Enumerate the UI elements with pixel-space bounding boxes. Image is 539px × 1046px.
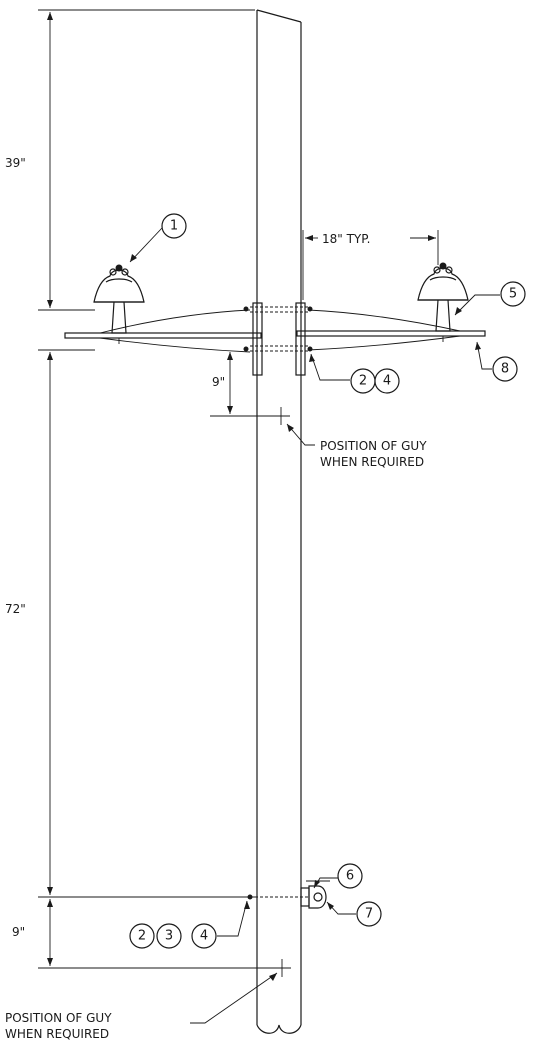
- svg-text:4: 4: [200, 929, 208, 944]
- svg-text:7: 7: [365, 907, 373, 922]
- callout-6: 6: [337, 863, 363, 889]
- dim-9-upper: 9": [212, 375, 225, 389]
- guy-note-lower-line2: WHEN REQUIRED: [5, 1027, 109, 1041]
- dimension-lines: [38, 9, 439, 969]
- callout-7: 7: [356, 901, 382, 927]
- callout-2-lower: 2: [129, 923, 155, 949]
- insulator-left: [93, 264, 145, 344]
- crossarm: [64, 302, 486, 376]
- callout-8: 8: [492, 356, 518, 382]
- callout-4-lower: 4: [191, 923, 217, 949]
- dim-39: 39": [5, 156, 26, 170]
- svg-text:5: 5: [509, 287, 517, 302]
- svg-text:6: 6: [346, 869, 354, 884]
- lower-bracket: [247, 880, 330, 909]
- svg-text:3: 3: [165, 929, 173, 944]
- insulator-right: [417, 262, 469, 342]
- dim-72: 72": [5, 602, 26, 616]
- svg-text:2: 2: [359, 374, 367, 389]
- callout-5: 5: [500, 281, 526, 307]
- svg-text:8: 8: [501, 362, 509, 377]
- svg-text:2: 2: [138, 929, 146, 944]
- callout-1: 1: [161, 213, 187, 239]
- guy-note-lower-line1: POSITION OF GUY: [5, 1011, 112, 1025]
- guy-note-upper-line2: WHEN REQUIRED: [320, 455, 424, 469]
- dim-9-lower: 9": [12, 925, 25, 939]
- guy-position-upper: [272, 407, 290, 425]
- pole: [256, 9, 302, 1034]
- callout-2-upper: 2: [350, 368, 376, 394]
- callout-4-upper: 4: [374, 368, 400, 394]
- guy-position-lower: [273, 959, 291, 977]
- leader-lines: [129, 227, 500, 1024]
- svg-text:4: 4: [383, 374, 391, 389]
- callout-3-lower: 3: [156, 923, 182, 949]
- dim-18-typ: 18" TYP.: [322, 232, 370, 246]
- svg-text:1: 1: [170, 219, 178, 234]
- guy-note-upper-line1: POSITION OF GUY: [320, 439, 427, 453]
